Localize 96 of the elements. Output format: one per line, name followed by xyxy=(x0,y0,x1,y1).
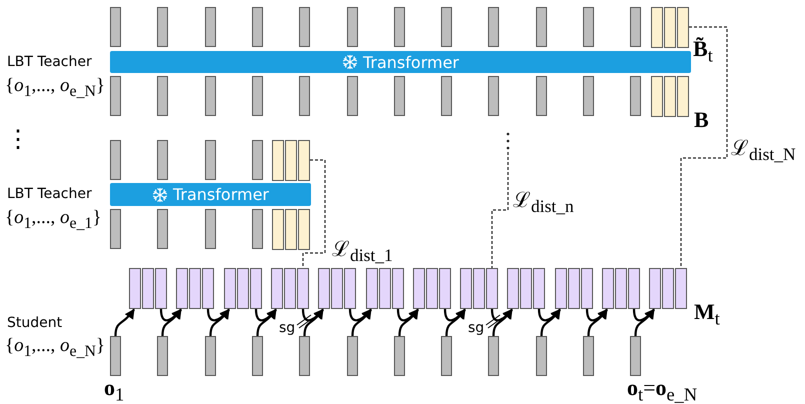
token-box xyxy=(630,336,641,376)
token-box xyxy=(583,76,594,116)
transformer-label: Transformer xyxy=(362,52,459,72)
token-box xyxy=(110,209,121,249)
token-box xyxy=(110,140,121,180)
arrow xyxy=(632,308,655,322)
memory-block xyxy=(602,268,640,309)
output-block xyxy=(272,140,310,181)
token-box xyxy=(157,7,168,47)
arrow xyxy=(396,308,419,322)
transformer-bar xyxy=(110,51,691,73)
token-box xyxy=(299,336,310,376)
output-block xyxy=(651,7,689,48)
token-box xyxy=(110,336,121,376)
edge-label: sg xyxy=(279,321,296,336)
token-box xyxy=(299,7,310,47)
memory-block xyxy=(176,268,214,309)
token-box xyxy=(441,76,452,116)
loss-label: ℒ$_{dist_1}$ xyxy=(332,238,393,266)
token-box xyxy=(394,7,405,47)
input-label: o$_{t}$=o$_{e_N}$ xyxy=(627,376,698,404)
sequence-label: {o$_{1}$,..., o$_{e_1}$} xyxy=(5,208,102,232)
token-box xyxy=(299,76,310,116)
token-box xyxy=(630,7,641,47)
output-label: B xyxy=(694,108,709,132)
token-box xyxy=(157,209,168,249)
token-box xyxy=(441,7,452,47)
memory-block xyxy=(460,268,498,309)
token-box xyxy=(252,76,263,116)
token-box xyxy=(252,336,263,376)
arrow xyxy=(538,308,561,322)
token-box xyxy=(252,7,263,47)
memory-block xyxy=(649,268,687,309)
memory-block xyxy=(366,268,404,309)
token-box xyxy=(110,76,121,116)
output-block xyxy=(272,209,310,250)
token-box xyxy=(630,76,641,116)
token-box xyxy=(441,336,452,376)
output-block xyxy=(651,76,689,117)
arrow xyxy=(114,308,135,336)
token-box xyxy=(488,7,499,47)
dashed-connector xyxy=(302,160,326,268)
token-box xyxy=(394,76,405,116)
loss-label: ℒ$_{dist_N}$ xyxy=(731,137,796,164)
token-box xyxy=(583,336,594,376)
memory-block xyxy=(507,268,545,309)
token-box xyxy=(347,76,358,116)
edge-label: sg xyxy=(468,321,484,336)
memory-block xyxy=(413,268,451,309)
memory-block xyxy=(555,268,593,309)
token-box xyxy=(488,336,499,376)
ellipsis: ⋮ xyxy=(6,127,30,154)
token-box xyxy=(347,7,358,47)
token-box xyxy=(157,140,168,180)
arrow xyxy=(348,308,372,322)
token-box xyxy=(157,336,168,376)
dashed-connector xyxy=(492,152,508,268)
memory-label: M$_{t}$ xyxy=(694,300,720,329)
token-box xyxy=(157,76,168,116)
arrow xyxy=(206,308,230,322)
transformer-label: Transformer xyxy=(172,185,269,204)
token-box xyxy=(205,209,216,249)
token-box xyxy=(536,76,547,116)
input-label: o$_{1}$ xyxy=(104,376,124,404)
token-box xyxy=(205,336,216,376)
memory-block xyxy=(129,268,167,309)
token-box xyxy=(536,7,547,47)
transformer-bar xyxy=(110,183,311,206)
dashed-connector xyxy=(680,26,728,268)
arrow xyxy=(490,308,513,322)
sequence-label: {o$_{1}$,..., o$_{e_N}$} xyxy=(5,76,106,100)
group-label: Student xyxy=(7,316,62,332)
token-box xyxy=(488,76,499,116)
arrow xyxy=(160,308,182,322)
token-box xyxy=(583,7,594,47)
token-box xyxy=(205,76,216,116)
arrow xyxy=(444,308,466,322)
token-box xyxy=(536,336,547,376)
group-label: LBT Teacher xyxy=(7,187,92,202)
output-label: B̃$_{t}$ xyxy=(693,37,713,66)
token-box xyxy=(205,7,216,47)
arrow xyxy=(586,308,608,322)
memory-block xyxy=(271,268,309,309)
memory-block xyxy=(224,268,262,309)
token-box xyxy=(252,140,263,180)
arrow xyxy=(302,308,324,322)
group-label: LBT Teacher xyxy=(7,55,92,70)
memory-block xyxy=(318,268,356,309)
token-box xyxy=(252,209,263,249)
arrow xyxy=(254,308,277,322)
loss-label: ℒ$_{dist_n}$ xyxy=(513,189,574,216)
token-box xyxy=(347,336,358,376)
token-box xyxy=(394,336,405,376)
token-box xyxy=(205,140,216,180)
token-box xyxy=(110,7,121,47)
sequence-label: {o$_{1}$,..., o$_{e_N}$} xyxy=(5,336,106,360)
